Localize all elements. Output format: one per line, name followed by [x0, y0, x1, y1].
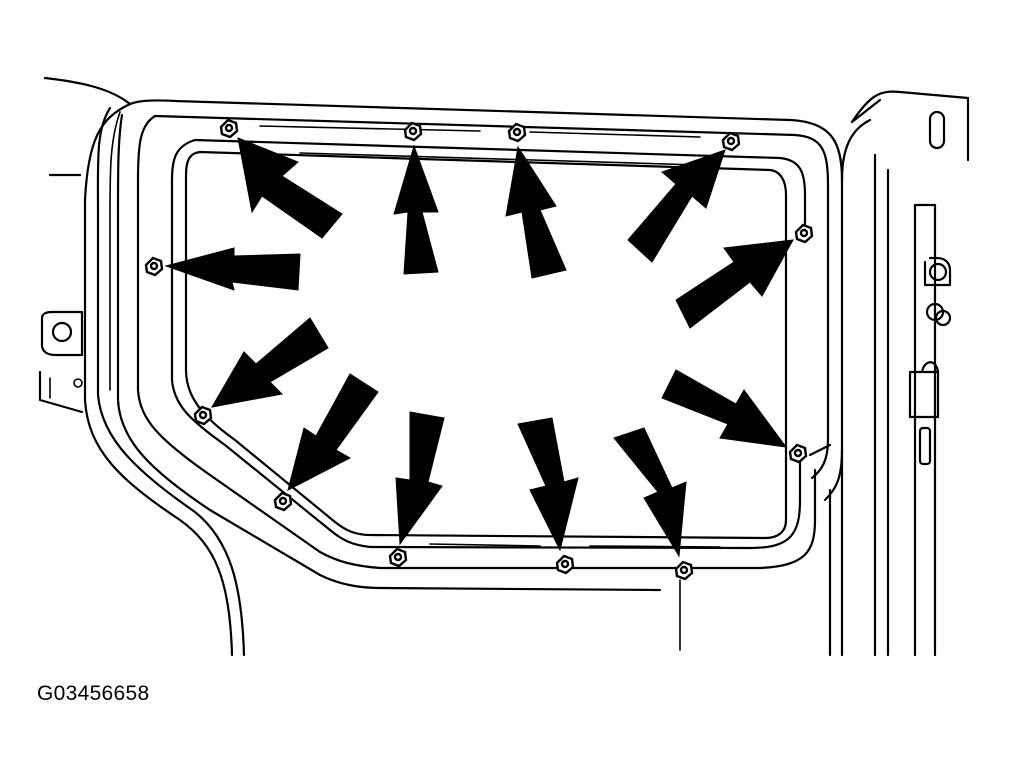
fasteners	[144, 118, 814, 581]
fastener-nut	[507, 122, 527, 143]
figure-id-label: G03456658	[37, 682, 150, 705]
pointer-arrow	[287, 373, 379, 491]
fastener-nut	[794, 223, 814, 244]
fastener-nut	[144, 256, 164, 277]
pointer-arrow	[661, 369, 788, 448]
pointer-arrows	[164, 137, 794, 558]
pointer-arrow	[164, 247, 301, 291]
left-pillar	[38, 76, 246, 657]
fastener-nut	[273, 491, 293, 512]
pointer-arrow	[395, 411, 445, 546]
pointer-arrow	[613, 427, 687, 558]
pointer-arrow	[237, 137, 343, 239]
fastener-nut	[219, 118, 239, 139]
fastener-nut	[403, 121, 423, 142]
pointer-arrow	[675, 239, 794, 329]
pointer-arrow	[393, 144, 439, 275]
fastener-nut	[721, 131, 741, 152]
pointer-arrow	[627, 149, 726, 263]
fastener-nut	[193, 405, 213, 426]
fastener-nut	[674, 560, 694, 581]
pointer-arrow	[211, 317, 329, 408]
pointer-arrow	[517, 417, 579, 552]
fastener-nut	[555, 554, 575, 575]
fastener-nut	[788, 443, 808, 464]
door-opening-frame	[116, 99, 844, 651]
pointer-arrow	[505, 145, 567, 279]
right-pillar	[828, 90, 970, 657]
fastener-nut	[388, 547, 408, 568]
